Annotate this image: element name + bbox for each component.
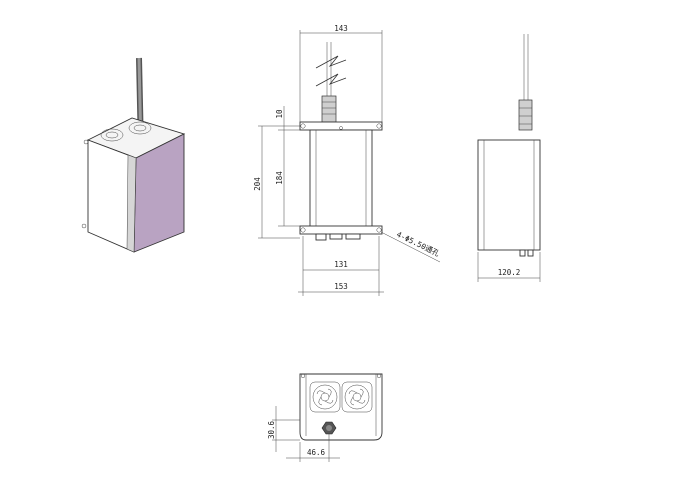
front-body	[309, 129, 373, 231]
dim-flange-offset: 10	[275, 109, 284, 119]
dim-bottom-height: 30.6	[267, 420, 276, 439]
cable-gland	[321, 95, 337, 123]
hole-leader	[380, 231, 441, 263]
dim-mount-span: 131	[334, 260, 348, 269]
break-symbol-lower	[315, 73, 347, 87]
isometric-view	[81, 57, 186, 253]
hole-callout: 4-Φ5.50通孔	[395, 229, 442, 259]
break-symbol-upper	[315, 55, 347, 69]
bottom-view: 30.6 46.6	[267, 373, 383, 462]
dim-side-depth: 120.2	[498, 268, 521, 277]
side-view: 120.2	[477, 34, 541, 282]
connector-mid	[329, 233, 343, 240]
connector-right	[345, 233, 361, 240]
fan-right	[341, 381, 373, 413]
dim-top-width: 143	[334, 24, 348, 33]
side-body	[477, 139, 541, 251]
top-flange	[299, 121, 383, 131]
front-view: 143 204 184 10 131 153 4-Φ5.50通孔	[253, 24, 442, 296]
iso-fan-left	[100, 128, 124, 142]
side-cable-gland	[518, 99, 533, 131]
dim-body-height: 184	[275, 171, 284, 185]
bottom-housing	[299, 373, 383, 441]
dim-overall-height: 204	[253, 177, 262, 191]
fan-left	[309, 381, 341, 413]
bottom-flange	[299, 225, 383, 235]
dim-overall-width: 153	[334, 282, 348, 291]
connector-left	[315, 233, 327, 241]
dim-bottom-offset: 46.6	[307, 448, 326, 457]
iso-fan-right	[128, 121, 152, 135]
